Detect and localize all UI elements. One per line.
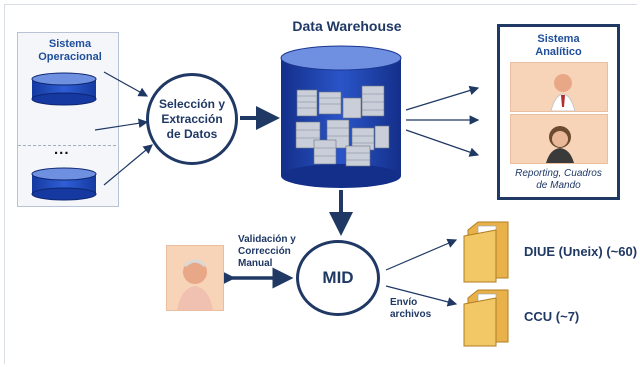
validation-label: Validación y Corrección Manual [238, 234, 296, 269]
analytic-system-footer: Reporting, Cuadros de Mando [515, 168, 602, 191]
arrow-op-top [103, 71, 149, 97]
extraction-label: Selección y Extracción de Datos [158, 96, 226, 141]
arrow-to-ccu [385, 285, 458, 307]
output-diue-label: DIUE (Uneix) (~60) [524, 244, 638, 259]
analytic-system-box [497, 24, 620, 200]
output-ccu-label: CCU (~7) [524, 309, 580, 324]
folder-ccu-icon [463, 289, 509, 347]
analytic-person-photo-1 [510, 62, 608, 112]
person-icon [546, 126, 574, 163]
operational-db-top-icon [31, 72, 97, 106]
person-icon [550, 74, 576, 111]
arrow-op-bottom [103, 144, 153, 186]
envio-label: Envío archivos [390, 297, 432, 320]
arrow-to-diue [385, 238, 458, 271]
operational-db-bottom-icon [31, 167, 97, 201]
analytic-system-title: Sistema Analítico [535, 33, 582, 58]
arrow-op-mid [94, 118, 149, 131]
data-warehouse-cylinder-icon [280, 45, 402, 188]
arrow-to-analytic-top [405, 85, 480, 111]
extraction-circle: Selección y Extracción de Datos [146, 73, 238, 165]
validation-person-photo [166, 245, 224, 311]
arrow-to-analytic-bottom [405, 129, 480, 157]
person-icon [177, 259, 213, 310]
page-title: Data Warehouse [292, 18, 402, 34]
operational-separator [18, 145, 116, 146]
mid-circle: MID [296, 240, 380, 316]
folder-diue-icon [463, 221, 509, 283]
operational-ellipsis: ... [54, 141, 70, 158]
analytic-person-photo-2 [510, 114, 608, 164]
operational-system-title: Sistema Operacional [38, 38, 102, 63]
mid-label: MID [322, 268, 354, 287]
